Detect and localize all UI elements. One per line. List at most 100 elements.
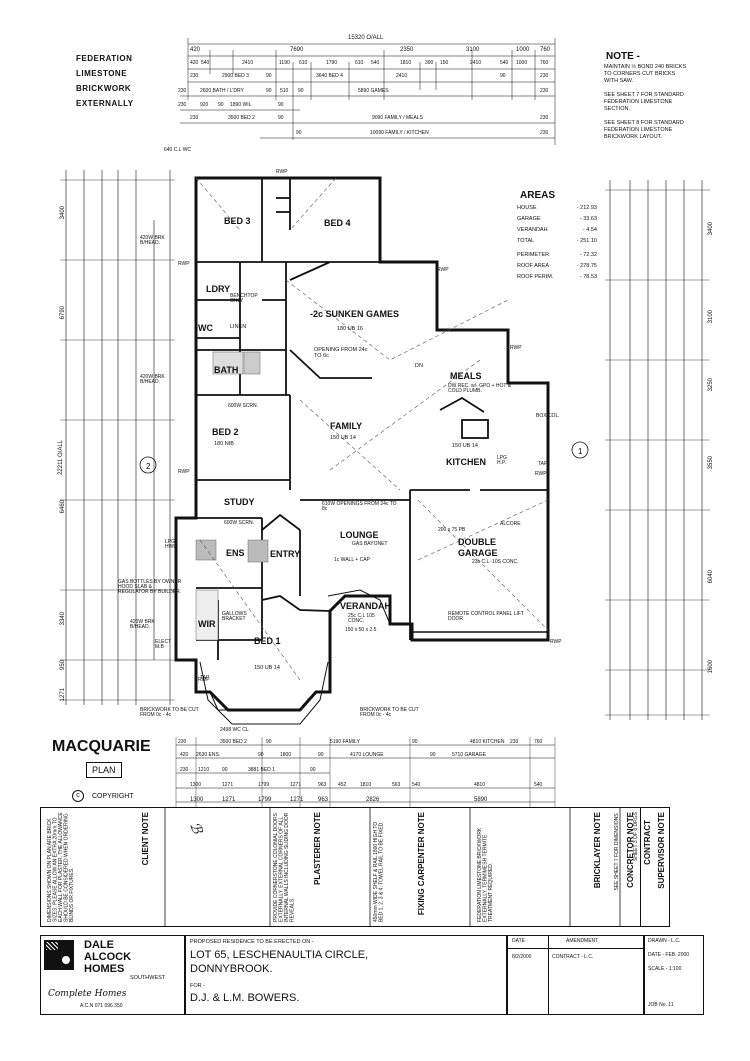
notes-dividers: [164, 807, 621, 927]
company-tag: Complete Homes: [48, 989, 127, 999]
bottom-dim: 2630 ENS.: [196, 752, 221, 758]
copyright-text: COPYRIGHT: [92, 793, 134, 800]
top-dim-r5: 1890 WIL: [230, 102, 252, 108]
bricklayer-text: FEDERATION LIMESTONE BRICKWORK EXTERNALL…: [477, 827, 494, 922]
note-line: FEDERATION LIMESTONE: [604, 99, 673, 105]
bottom-dim: 230: [178, 739, 187, 745]
supervisor-box: [640, 807, 670, 927]
top-dim-r2: 2410: [242, 60, 254, 66]
grid-marker-1: 1: [578, 447, 583, 456]
fixing-text: 450mm WIDE SHELF & RAIL 1800 HIGH TO BED…: [373, 821, 385, 922]
bottom-dim: 90: [258, 752, 264, 758]
bottom-dim: 1300: [190, 782, 202, 788]
room-ensuite: ENS: [226, 548, 245, 558]
top-dim-r2: 1190: [279, 60, 290, 66]
room-entry: ENTRY: [270, 549, 301, 559]
areas-title: AREAS: [520, 190, 556, 201]
gas-bottles-note: GAS BOTTLES BY OWNER HOOD SLAB & REGULAT…: [118, 579, 182, 595]
town: DONNYBROOK.: [190, 963, 273, 975]
top-dim-r5: 90: [218, 102, 224, 108]
top-dim-r4: 90: [298, 88, 304, 94]
amendment-divider: [548, 935, 549, 1015]
family-beam: 150 UB 14: [330, 435, 356, 441]
room-double-garage: DOUBLE GARAGE: [458, 537, 498, 558]
rwp: RWP: [510, 345, 522, 351]
grid-marker-2: 2: [146, 462, 151, 471]
wall-cap-note: 1c WALL + CAP: [334, 557, 370, 563]
garage-beam: 200 x 75 PB: [438, 527, 466, 533]
garage-slab: 23c C.L -10S CONC.: [472, 559, 519, 565]
concretor-text: SEE SHEET 7 FOR DIMENSIONS.: [614, 812, 620, 891]
bottom-dim: 90: [318, 752, 324, 758]
top-dim-r2: 760: [540, 60, 549, 66]
top-dim-r6: 9090 FAMILY / MEALS: [372, 115, 423, 121]
rwp: RWP: [276, 169, 288, 175]
external-title-line-4: EXTERNALLY: [76, 99, 134, 108]
bottom-dim: 1271: [222, 782, 234, 788]
supervisor-title: SUPERVISOR NOTE: [657, 812, 666, 889]
top-dim-6: 760: [540, 47, 551, 53]
top-dim-r7: 230: [540, 130, 549, 136]
room-wc: WC: [198, 323, 213, 333]
company-acn: A.C.N 071 096 350: [80, 1003, 123, 1009]
room-linen: LINEN: [230, 324, 247, 330]
contract-title: CONTRACT: [643, 820, 652, 865]
room-bed-1: BED 1: [254, 636, 281, 646]
top-dim-1: 420: [190, 47, 201, 53]
company-name-1: DALE: [84, 939, 114, 951]
alcore-note: ALCORE: [500, 521, 521, 527]
bottom-dim: 230: [510, 739, 519, 745]
top-dim-2: 7690: [290, 47, 304, 53]
bottom-dim: 420: [180, 752, 189, 758]
top-dim-r2: 540: [500, 60, 509, 66]
top-dim-r5: 90: [278, 102, 284, 108]
areas-row: ROOF AREA- 278.75: [517, 263, 597, 269]
rwp: RWP: [198, 677, 210, 683]
room-lounge: LOUNGE: [340, 530, 379, 540]
room-kitchen: KITCHEN: [446, 457, 486, 467]
top-dim-r3: 2410: [396, 73, 408, 79]
top-dim-r2: 390: [425, 60, 434, 66]
plan-name: MACQUARIE: [52, 738, 151, 755]
bottom-dim: 1800: [280, 752, 292, 758]
note-line: TO CORNERS CUT BRICKS: [604, 71, 676, 77]
room-bed-3: BED 3: [224, 216, 251, 226]
top-dim-r2: 2410: [470, 60, 482, 66]
plan-label-box: PLAN: [86, 762, 122, 778]
bottom-dim: 963: [318, 797, 329, 803]
drawn-by: DRAWN - L.C.: [648, 938, 681, 944]
bottom-dim: 90: [412, 739, 418, 745]
drawing-scale: SCALE - 1:100: [648, 966, 682, 972]
gas-bayonet: GAS BAYONET: [352, 541, 388, 547]
top-dim-r2: 150: [440, 60, 449, 66]
top-dim-r5: 230: [178, 102, 187, 108]
drawing-info-box: [644, 935, 704, 1015]
brick-head-note: 420W BRK B/HEAD.: [140, 235, 165, 246]
bricklayer-title: BRICKLAYER NOTE: [593, 812, 602, 889]
bed1-beam: 150 UB 14: [254, 665, 280, 671]
note-line: FEDERATION LIMESTONE: [604, 127, 673, 133]
top-dim-5: 1000: [516, 47, 530, 53]
openings-note: 610W OPENINGS FROM 24c TO 8c: [322, 501, 397, 512]
top-dim-r6: 90: [278, 115, 284, 121]
top-dim-r3: 90: [266, 73, 272, 79]
bottom-dim: 4170 LOUNGE: [350, 752, 384, 758]
right-dimension-lines: [605, 180, 710, 720]
top-dim-r6: 230: [540, 115, 549, 121]
top-dim-r4: 2600 BATH / L'DRY: [200, 88, 244, 94]
tap: TAP: [538, 461, 548, 467]
company-name-3: HOMES: [84, 963, 125, 975]
external-title-line-3: BRICKWORK: [76, 84, 132, 93]
top-dim-r2: 610: [355, 60, 364, 66]
rwp: RWP: [535, 471, 547, 477]
bottom-dim: 452: [338, 782, 347, 788]
top-dim-r3: 3640 BED 4: [316, 73, 343, 79]
room-bath: BATH: [214, 365, 239, 375]
plasterer-title: PLASTERER NOTE: [313, 812, 322, 885]
copyright-icon: c: [72, 790, 84, 802]
box-col: BOX COL.: [536, 413, 560, 419]
top-dim-r4: 90: [266, 88, 272, 94]
bottom-dim: 5890: [474, 797, 488, 803]
note-line: SEE SHEET 8 FOR STANDARD: [604, 120, 684, 126]
bed2-nib: 180 NIB: [214, 441, 234, 447]
